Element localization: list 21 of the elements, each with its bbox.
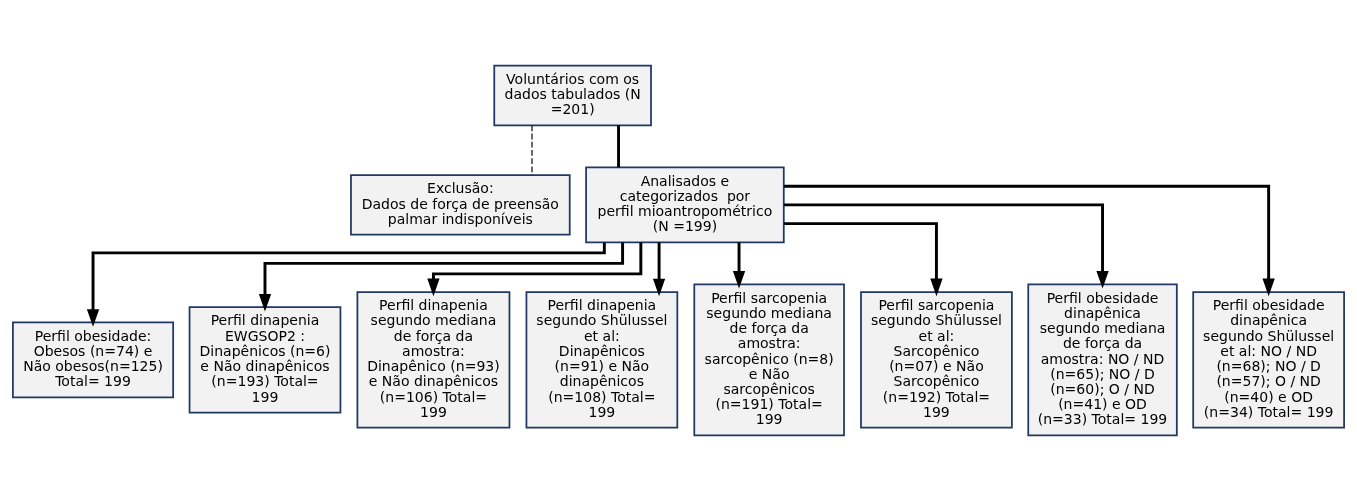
arrow	[784, 222, 943, 297]
node-box: Perfil obesidade dinapênica segundo mediana de força da amostra: NO / ND (n=65); NO / D (n=60); O / ND (n=41) e OD (n=33) Total= 199	[1027, 283, 1178, 437]
arrow	[732, 242, 746, 289]
connector	[617, 125, 620, 168]
node-box: Perfil sarcopenia segundo Shülussel et al: Sarcopênico (n=07) e Não Sarcopênico (n=192) Total= 199	[860, 291, 1013, 429]
node-box: Analisados e categorizados por perfil mioantropométrico (N =199)	[585, 166, 785, 244]
node-box: Perfil dinapenia segundo Shülussel et al: Dinapênicos (n=91) e Não dinapênicos (n=108) Total= 199	[525, 291, 679, 429]
connector	[531, 124, 533, 176]
arrow	[258, 242, 625, 312]
node-box: Perfil obesidade dinapênica segundo Shülussel et al: NO / ND (n=68); NO / D (n=57); O / ND (n=40) e OD (n=34) Total= 199	[1192, 291, 1345, 429]
node-box: Perfil dinapenia EWGSOP2 : Dinapênicos (n=6) e Não dinapênicos (n=193) Total= 199	[188, 306, 342, 414]
node-box: Voluntários com os dados tabulados (N =201)	[493, 64, 652, 127]
node-box: Perfil sarcopenia segundo mediana de força da amostra: sarcopênico (n=8) e Não sarcopênicos (n=191) Total= 199	[693, 283, 845, 437]
node-box: Exclusão: Dados de força de preensão palmar indisponíveis	[350, 174, 571, 236]
arrow	[783, 203, 1109, 289]
arrow	[86, 242, 606, 327]
arrow	[783, 184, 1275, 297]
node-box: Perfil dinapenia segundo mediana de força da amostra: Dinapênico (n=93) e Não dinapênicos (n=106) Total= 199	[356, 291, 511, 429]
arrow	[652, 242, 666, 297]
node-box: Perfil obesidade: Obesos (n=74) e Não obesos(n=125) Total= 199	[12, 321, 175, 399]
arrow	[427, 242, 643, 297]
